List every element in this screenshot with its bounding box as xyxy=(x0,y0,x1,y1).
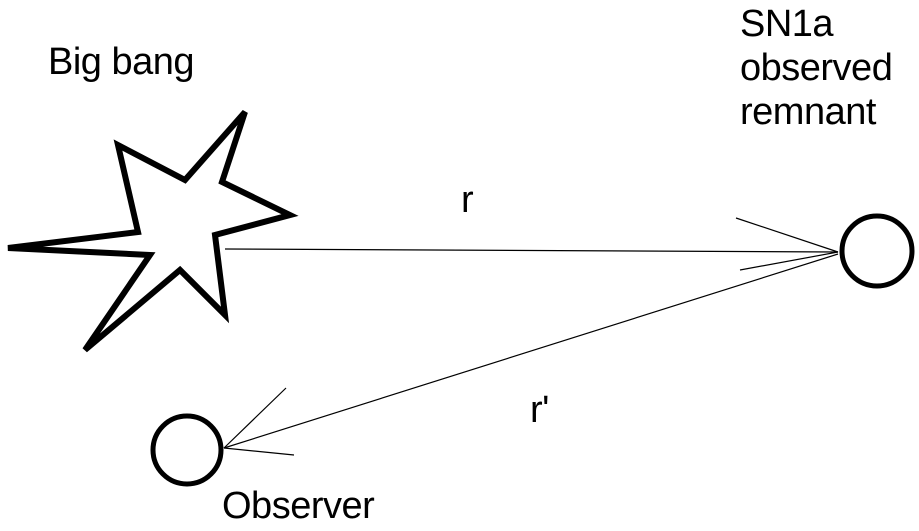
r-prime-label: r' xyxy=(530,389,549,431)
big-bang-star-icon xyxy=(7,110,299,353)
r-label: r xyxy=(461,179,474,221)
observer-circle-icon xyxy=(150,413,224,487)
sn1a-label-line-3: remnant xyxy=(740,91,876,133)
remnant-circle-icon xyxy=(839,213,915,289)
r-line xyxy=(224,248,839,253)
arrowhead-lower xyxy=(223,447,295,456)
observer-label: Observer xyxy=(222,485,375,527)
arrowhead-upper xyxy=(223,387,287,449)
sn1a-label-line-1: SN1a xyxy=(740,3,834,45)
incoming-ray-upper xyxy=(735,217,839,253)
sn1a-label: SN1a observed remnant xyxy=(740,2,893,134)
sn1a-label-line-2: observed xyxy=(740,47,893,89)
big-bang-label: Big bang xyxy=(48,41,195,83)
r-prime-line xyxy=(223,253,839,449)
incoming-ray-lower xyxy=(739,251,839,271)
